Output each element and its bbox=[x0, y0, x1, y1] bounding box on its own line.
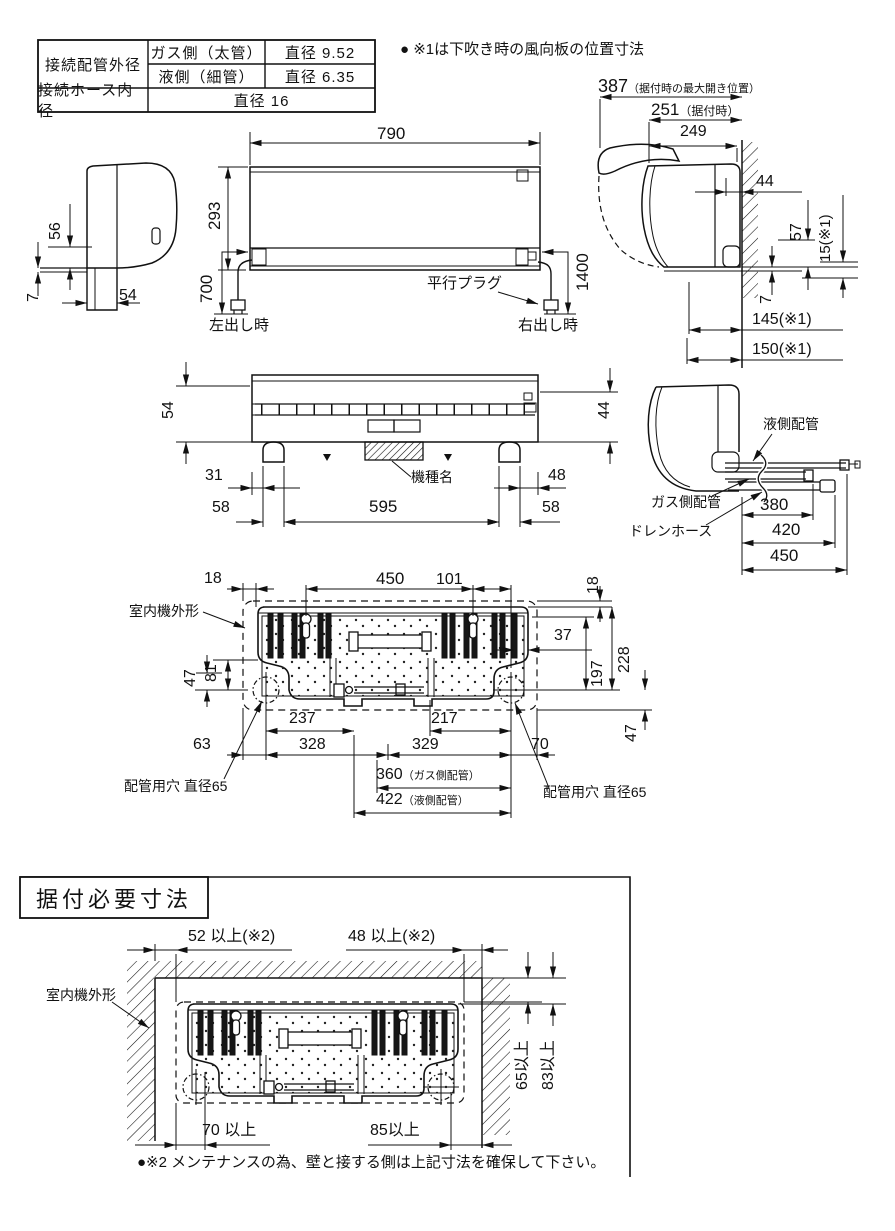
dim-360-gas: 360（ガス側配管） bbox=[376, 766, 480, 783]
dim-420: 420 bbox=[772, 520, 801, 539]
label-pipe-hole-left: 配管用穴 直径65 bbox=[124, 778, 228, 794]
dim-54-left: 54 bbox=[119, 287, 137, 304]
front-view bbox=[214, 132, 576, 315]
dim-18-left: 18 bbox=[204, 570, 222, 587]
dim-52-min: 52 以上(※2) bbox=[188, 928, 276, 945]
label-drain-hose: ドレンホース bbox=[629, 523, 713, 539]
dim-251-installed: 251（据付時） bbox=[651, 100, 740, 119]
dim-422-liquid: 422（液側配管） bbox=[376, 791, 469, 808]
table-cell-gas: ガス側（太管） bbox=[150, 44, 263, 62]
dim-15: 15(※1) bbox=[817, 214, 834, 262]
dim-387-max-open: 387（据付時の最大開き位置） bbox=[598, 76, 761, 96]
dim-249: 249 bbox=[680, 123, 707, 140]
table-cell-liquid: 液側（細管） bbox=[158, 68, 255, 86]
dim-1400: 1400 bbox=[573, 253, 592, 291]
dim-329: 329 bbox=[412, 736, 439, 753]
dim-65-min: 65以上 bbox=[514, 1040, 531, 1090]
table-cell-hose-value: 直径 16 bbox=[233, 92, 290, 110]
dim-700: 700 bbox=[197, 274, 216, 303]
dim-48-min: 48 以上(※2) bbox=[348, 928, 436, 945]
dim-47-right: 47 bbox=[623, 724, 640, 742]
label-unit-outline-install: 室内機外形 bbox=[46, 987, 116, 1003]
install-section bbox=[19, 876, 631, 1177]
side-view-right bbox=[597, 93, 858, 368]
dim-48: 48 bbox=[548, 467, 566, 484]
pipe-side-view bbox=[647, 384, 861, 575]
dim-63: 63 bbox=[193, 736, 211, 753]
dim-7-right: 7 bbox=[758, 295, 775, 304]
dim-450-pipe: 450 bbox=[770, 546, 799, 565]
dim-150: 150(※1) bbox=[752, 341, 812, 358]
install-section-title: 据付必要寸法 bbox=[35, 886, 192, 912]
dim-47-left: 47 bbox=[182, 669, 199, 687]
dim-145: 145(※1) bbox=[752, 311, 812, 328]
dim-81: 81 bbox=[203, 664, 220, 682]
dim-450-back: 450 bbox=[376, 569, 405, 588]
dim-237: 237 bbox=[289, 710, 316, 727]
dim-228: 228 bbox=[616, 646, 633, 673]
dim-56: 56 bbox=[47, 222, 64, 240]
dim-83-min: 83以上 bbox=[540, 1040, 557, 1090]
dim-328: 328 bbox=[299, 736, 326, 753]
dim-85-min: 85以上 bbox=[370, 1122, 420, 1139]
dim-595: 595 bbox=[369, 497, 398, 516]
dim-18-right: 18 bbox=[585, 576, 602, 594]
dim-58-right: 58 bbox=[542, 499, 560, 516]
label-pipe-hole-right: 配管用穴 直径65 bbox=[543, 784, 647, 800]
back-plate-view bbox=[195, 583, 652, 818]
dim-101: 101 bbox=[436, 571, 463, 588]
label-parallel-plug: 平行プラグ bbox=[427, 275, 503, 292]
dim-70: 70 bbox=[531, 736, 549, 753]
dim-31: 31 bbox=[205, 467, 223, 484]
dim-293: 293 bbox=[205, 201, 224, 230]
dim-197: 197 bbox=[589, 660, 606, 687]
bottom-view bbox=[176, 362, 618, 527]
label-liquid-pipe: 液側配管 bbox=[763, 416, 819, 432]
table-cell-liquid-value: 直径 6.35 bbox=[284, 68, 356, 86]
dim-58-left: 58 bbox=[212, 499, 230, 516]
dim-57: 57 bbox=[788, 223, 805, 241]
dim-54-bottom: 54 bbox=[160, 401, 177, 419]
side-view-left bbox=[34, 162, 178, 311]
label-unit-outline-back: 室内機外形 bbox=[129, 603, 199, 619]
table-cell-pipe-od: 接続配管外径 bbox=[44, 56, 141, 74]
dim-37: 37 bbox=[554, 627, 572, 644]
label-gas-pipe: ガス側配管 bbox=[651, 494, 721, 510]
label-model-name: 機種名 bbox=[411, 469, 453, 485]
table-cell-gas-value: 直径 9.52 bbox=[284, 44, 356, 62]
dim-7-left: 7 bbox=[25, 293, 42, 302]
table-cell-hose-id: 接続ホース内径 bbox=[38, 82, 134, 120]
dim-44-right: 44 bbox=[756, 173, 774, 190]
dim-70-min: 70 以上 bbox=[202, 1122, 257, 1139]
note-2: ●※2 メンテナンスの為、壁と接する側は上記寸法を確保して下さい。 bbox=[137, 1154, 606, 1171]
label-left-outlet: 左出し時 bbox=[209, 317, 270, 334]
spec-table-lines bbox=[37, 39, 376, 113]
dim-790: 790 bbox=[377, 124, 406, 143]
dim-380: 380 bbox=[760, 495, 789, 514]
dim-44-bottom: 44 bbox=[596, 401, 613, 419]
dim-217: 217 bbox=[431, 710, 458, 727]
note-1: ● ※1は下吹き時の風向板の位置寸法 bbox=[400, 41, 645, 58]
label-right-outlet: 右出し時 bbox=[518, 317, 579, 334]
